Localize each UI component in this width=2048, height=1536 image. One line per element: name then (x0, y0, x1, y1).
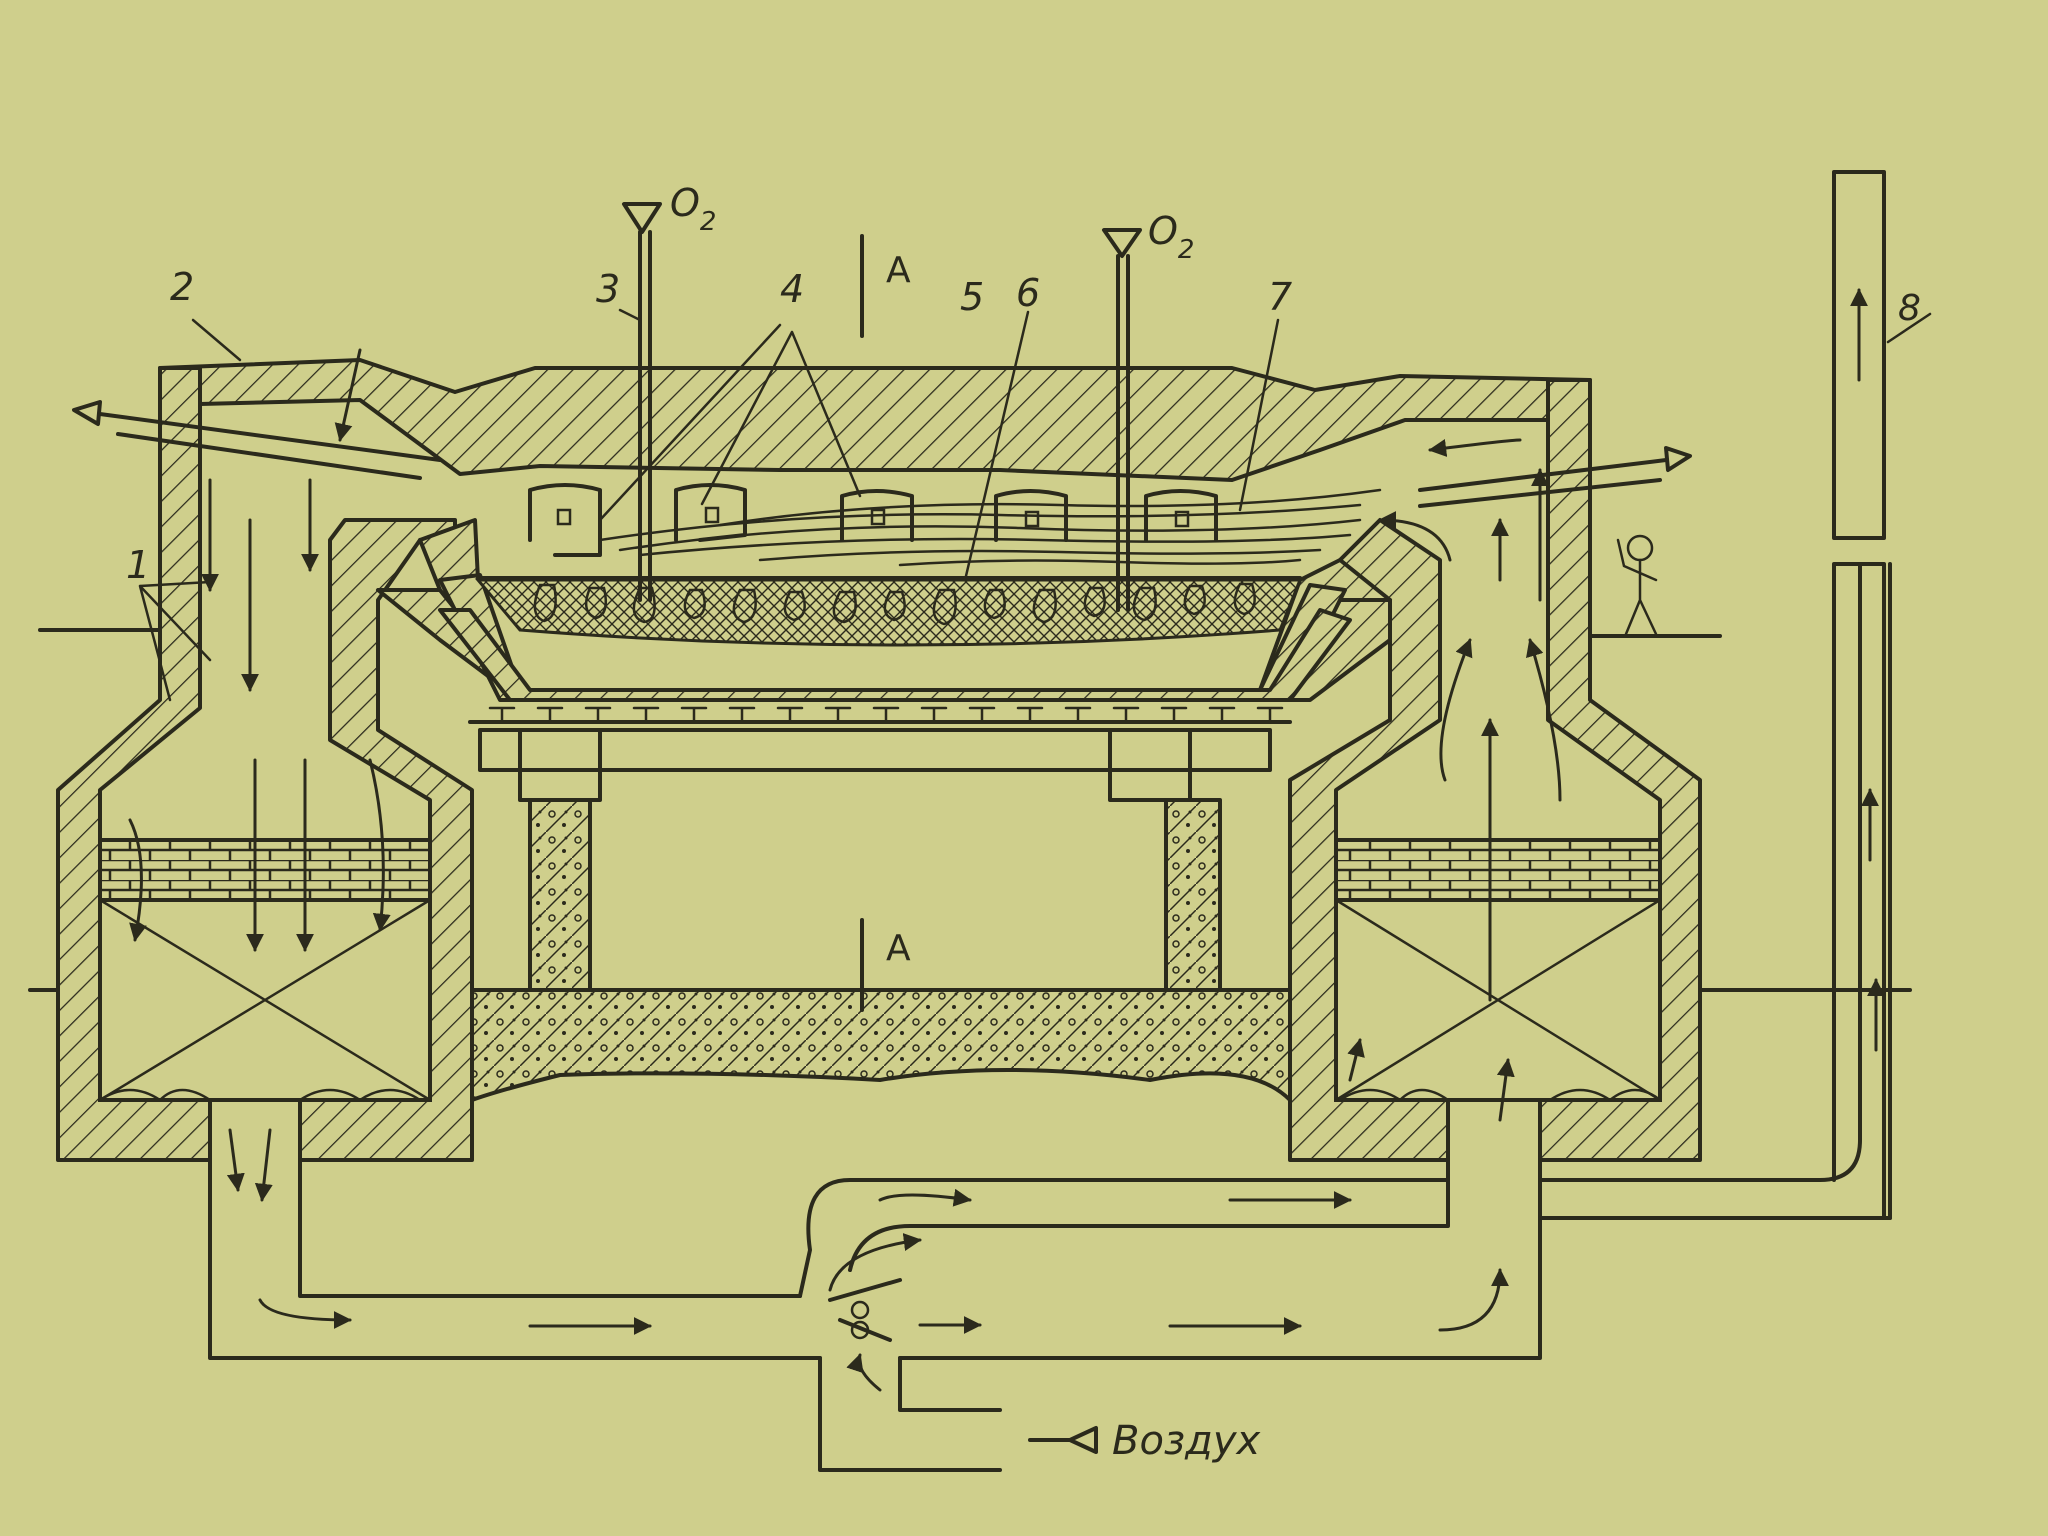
hearth (376, 518, 1392, 702)
left-regenerator (56, 366, 474, 1162)
door (674, 483, 747, 542)
support-beam (728, 706, 756, 724)
support-beam (680, 706, 708, 724)
door (840, 489, 914, 542)
support-beam (920, 706, 948, 724)
labels: 1 2 3 4 5 6 7 8 A A O2 O2 Воздух (126, 181, 1921, 1464)
label-7: 7 (1268, 275, 1292, 319)
label-1: 1 (126, 543, 150, 587)
charge-lumps (533, 582, 1256, 626)
support-beam (872, 706, 900, 724)
label-6: 6 (1016, 271, 1040, 315)
flues (208, 562, 1892, 1472)
support-beam (776, 706, 804, 724)
label-8: 8 (1898, 288, 1921, 329)
section-marker-top: A (860, 234, 911, 338)
label-5: 5 (960, 275, 984, 319)
chimney (1832, 170, 1886, 1220)
charging-doors (528, 483, 1218, 557)
section-label-top: A (886, 250, 911, 291)
door (994, 489, 1068, 542)
oxygen-label-right: O2 (1148, 209, 1194, 265)
support-beam (632, 706, 660, 724)
support-beam (584, 706, 612, 724)
leader-lines (138, 308, 1932, 702)
worker-figure (1616, 534, 1658, 636)
support-beam (1256, 706, 1284, 724)
support-beam (1160, 706, 1188, 724)
air-inlet-label: Воздух (1028, 1418, 1261, 1464)
support-beam (488, 706, 516, 724)
burner-left (72, 400, 442, 480)
label-3: 3 (596, 267, 620, 311)
furnace-roof (158, 358, 1592, 482)
hearth-supports (468, 706, 1292, 1102)
ground (28, 628, 1912, 992)
support-beam (1208, 706, 1236, 724)
oxygen-lance-right (1102, 228, 1142, 612)
oxygen-lance-left (622, 202, 662, 602)
flame (598, 488, 1382, 567)
oxygen-label-left: O2 (670, 181, 716, 237)
support-beam (1064, 706, 1092, 724)
label-2: 2 (170, 265, 194, 309)
support-beam (824, 706, 852, 724)
support-beam (1016, 706, 1044, 724)
right-regenerator (1288, 378, 1702, 1162)
door (528, 483, 602, 557)
section-marker-bottom: A (860, 918, 911, 1012)
air-label: Воздух (1112, 1418, 1261, 1464)
label-4: 4 (780, 267, 804, 311)
section-label-bottom: A (886, 928, 911, 969)
flow-arrows (128, 288, 1885, 1392)
support-beam (1112, 706, 1140, 724)
door (1144, 489, 1218, 542)
support-beam (536, 706, 564, 724)
support-beam (968, 706, 996, 724)
